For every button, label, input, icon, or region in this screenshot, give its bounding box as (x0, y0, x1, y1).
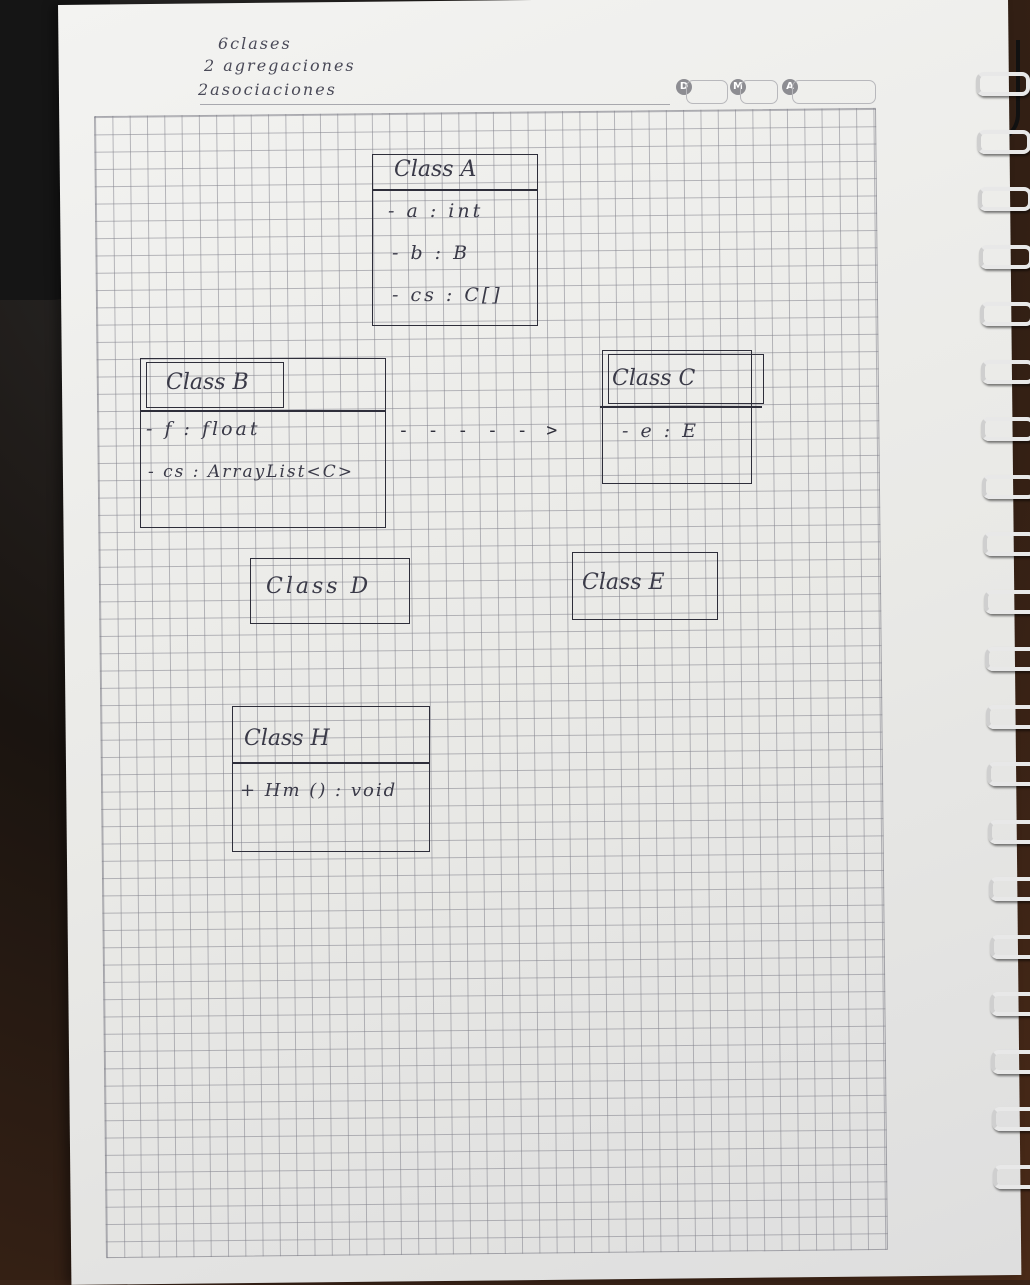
spiral-ring (986, 705, 1030, 729)
class-c-attr: - e : E (622, 420, 699, 442)
dependency-arrow: - - - - - > (398, 420, 561, 441)
month-box (740, 80, 778, 104)
spiral-ring (977, 130, 1030, 154)
class-a-attr: - a : int (388, 200, 483, 222)
class-c-title: Class C (612, 366, 695, 391)
class-b-divider (140, 410, 386, 412)
spiral-ring (985, 647, 1030, 671)
class-b-attr: - cs : ArrayList<C> (148, 462, 354, 482)
spiral-ring (983, 532, 1030, 556)
spiral-ring (976, 72, 1030, 96)
spiral-ring (987, 762, 1030, 786)
spiral-ring (980, 302, 1030, 326)
note-classes: 6clases (218, 34, 292, 53)
spiral-ring (990, 992, 1030, 1016)
class-a-attr: - cs : C[] (392, 284, 503, 306)
class-h-title: Class H (244, 726, 330, 751)
spiral-ring (989, 877, 1030, 901)
spiral-ring (988, 820, 1030, 844)
class-d-title: Class D (266, 574, 371, 599)
class-a-attr: - b : B (392, 242, 470, 264)
note-associations: 2asociaciones (198, 80, 337, 99)
spiral-ring (993, 1165, 1030, 1189)
spiral-ring (978, 187, 1030, 211)
year-box (792, 80, 876, 104)
spiral-ring (981, 417, 1030, 441)
spiral-ring (984, 590, 1030, 614)
class-a-title: Class A (394, 157, 476, 182)
spiral-ring (992, 1107, 1030, 1131)
note-aggregations: 2 agregaciones (204, 56, 356, 75)
class-e-title: Class E (582, 570, 665, 595)
spiral-ring (990, 935, 1030, 959)
spiral-ring (991, 1050, 1030, 1074)
class-c-divider (600, 406, 762, 408)
date-box (686, 80, 728, 104)
spiral-ring (979, 245, 1030, 269)
class-b-attr: - f : float (146, 418, 260, 440)
class-h-divider (232, 762, 430, 764)
class-h-method: + Hm () : void (240, 780, 397, 801)
spiral-ring (981, 360, 1030, 384)
spiral-ring (982, 475, 1030, 499)
header-rule (200, 104, 670, 105)
class-b-title: Class B (166, 370, 249, 395)
spiral-binding (970, 0, 1030, 1280)
class-a-divider (372, 189, 538, 191)
